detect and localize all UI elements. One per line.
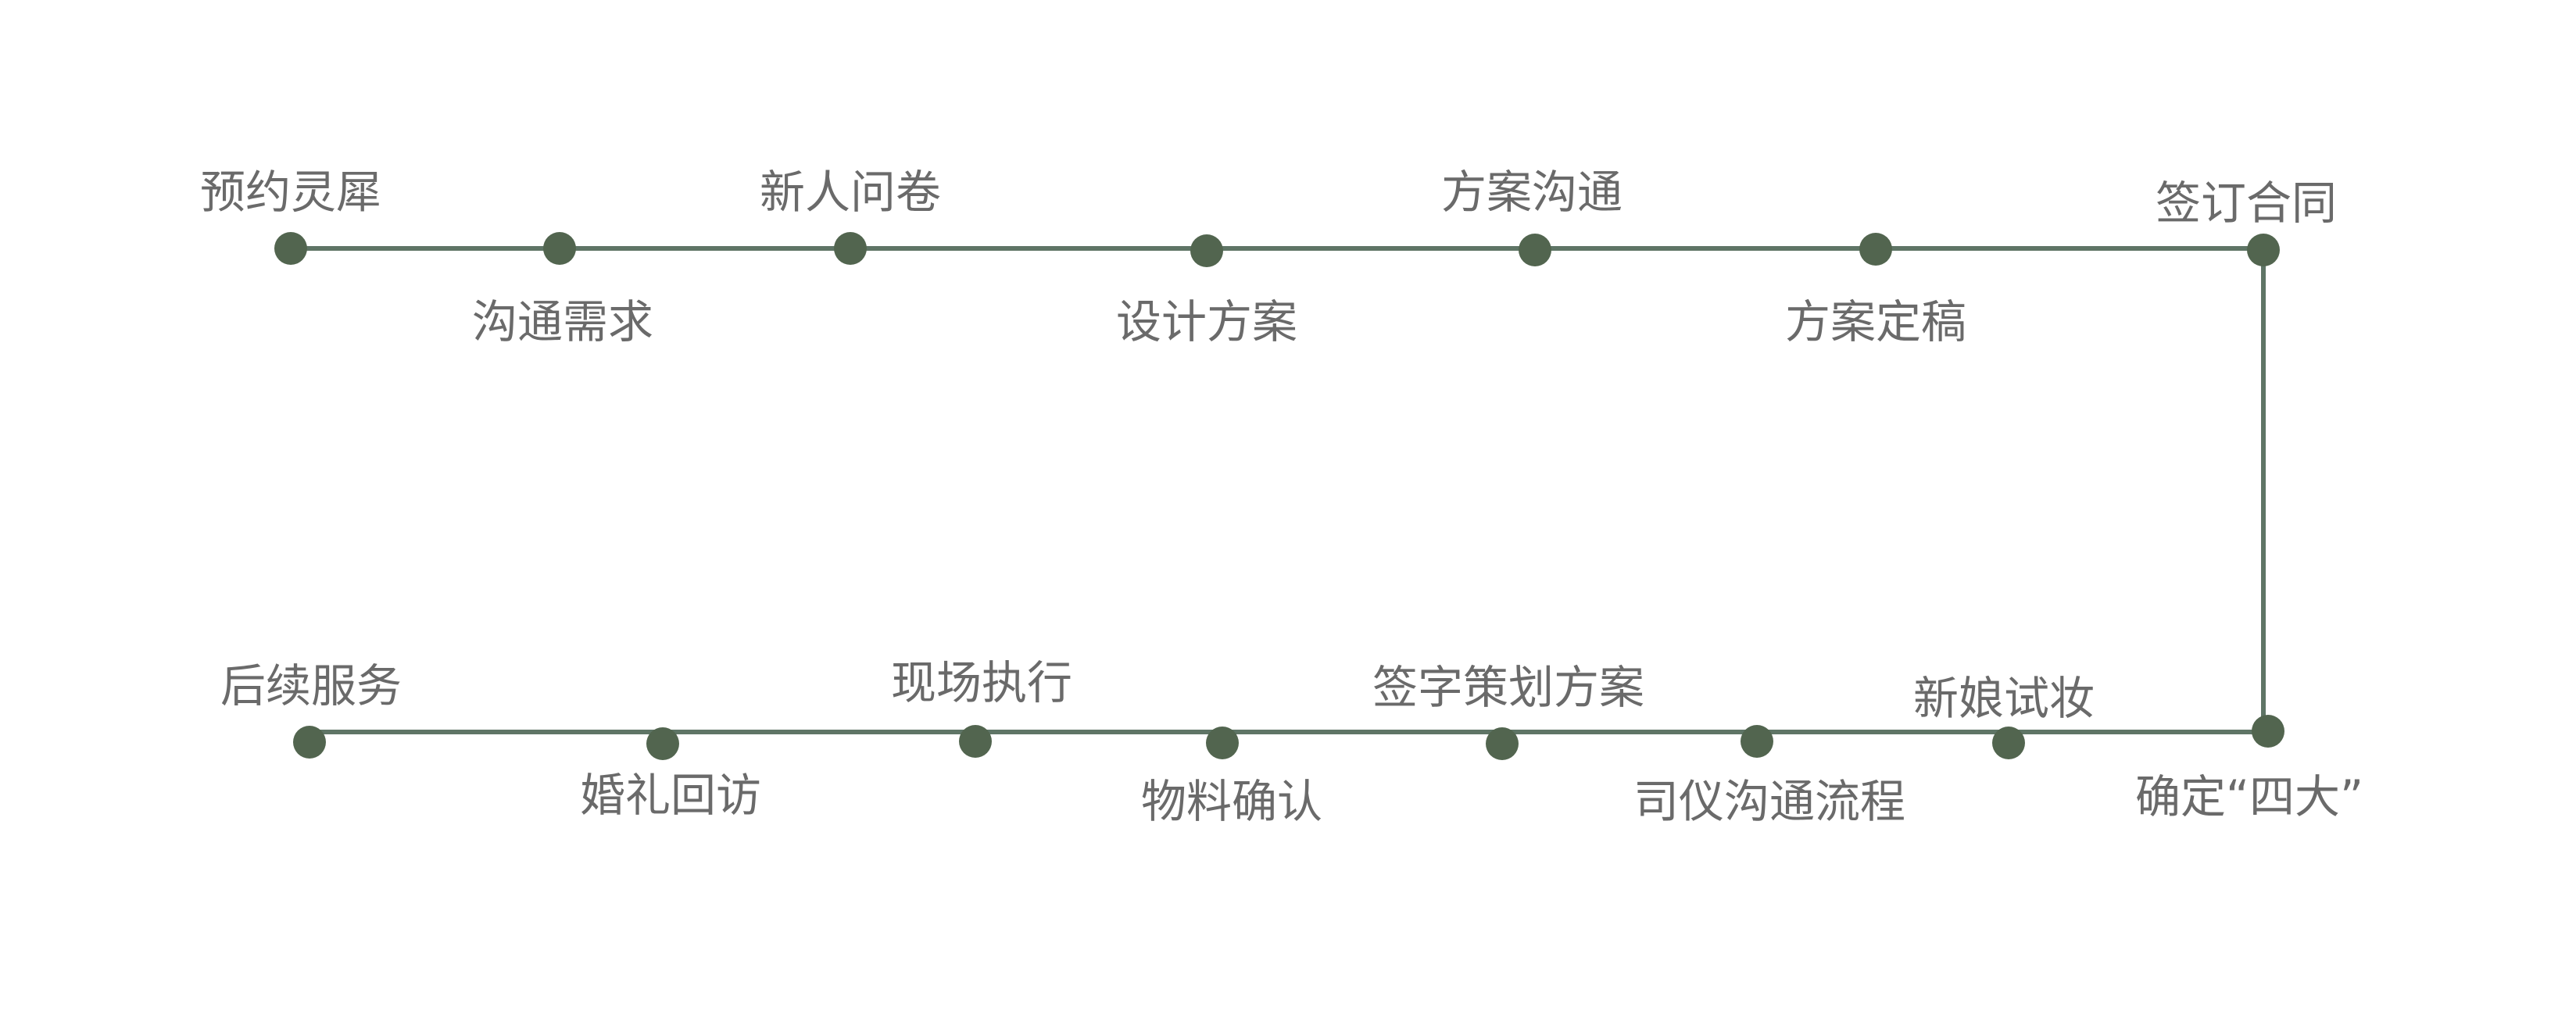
step-label-13: 现场执行 — [890, 656, 1073, 709]
flow-node-6 — [1859, 233, 1892, 266]
flow-node-3 — [834, 232, 867, 265]
step-label-2: 沟通需求 — [471, 295, 654, 348]
step-label-3: 新人问卷 — [759, 166, 942, 219]
flow-connector-line — [291, 246, 2266, 734]
step-label-11: 签字策划方案 — [1372, 661, 1645, 714]
step-label-1: 预约灵犀 — [199, 166, 382, 219]
flow-node-7 — [2247, 234, 2280, 266]
step-label-10: 司仪沟通流程 — [1633, 775, 1906, 828]
flow-node-15 — [293, 726, 326, 759]
step-label-9: 新娘试妆 — [1912, 672, 2095, 725]
flow-node-11 — [1486, 727, 1519, 760]
step-label-6: 方案定稿 — [1784, 295, 1967, 348]
step-label-4: 设计方案 — [1115, 295, 1298, 348]
flow-node-2 — [543, 232, 576, 265]
step-label-8: 确定“四大” — [2134, 770, 2364, 823]
flow-node-5 — [1519, 234, 1551, 266]
step-label-15: 后续服务 — [220, 659, 402, 712]
flow-node-9 — [1992, 727, 2025, 759]
step-label-5: 方案沟通 — [1440, 166, 1623, 219]
flow-node-10 — [1741, 725, 1773, 758]
flow-node-8 — [2252, 715, 2284, 748]
flow-node-1 — [274, 232, 307, 265]
step-label-12: 物料确认 — [1140, 775, 1323, 828]
flow-node-14 — [646, 727, 679, 760]
step-label-14: 婚礼回访 — [579, 769, 762, 822]
flow-node-13 — [959, 725, 992, 758]
step-label-7: 签订合同 — [2155, 177, 2338, 230]
flow-node-4 — [1190, 234, 1223, 267]
flow-node-12 — [1206, 727, 1239, 759]
